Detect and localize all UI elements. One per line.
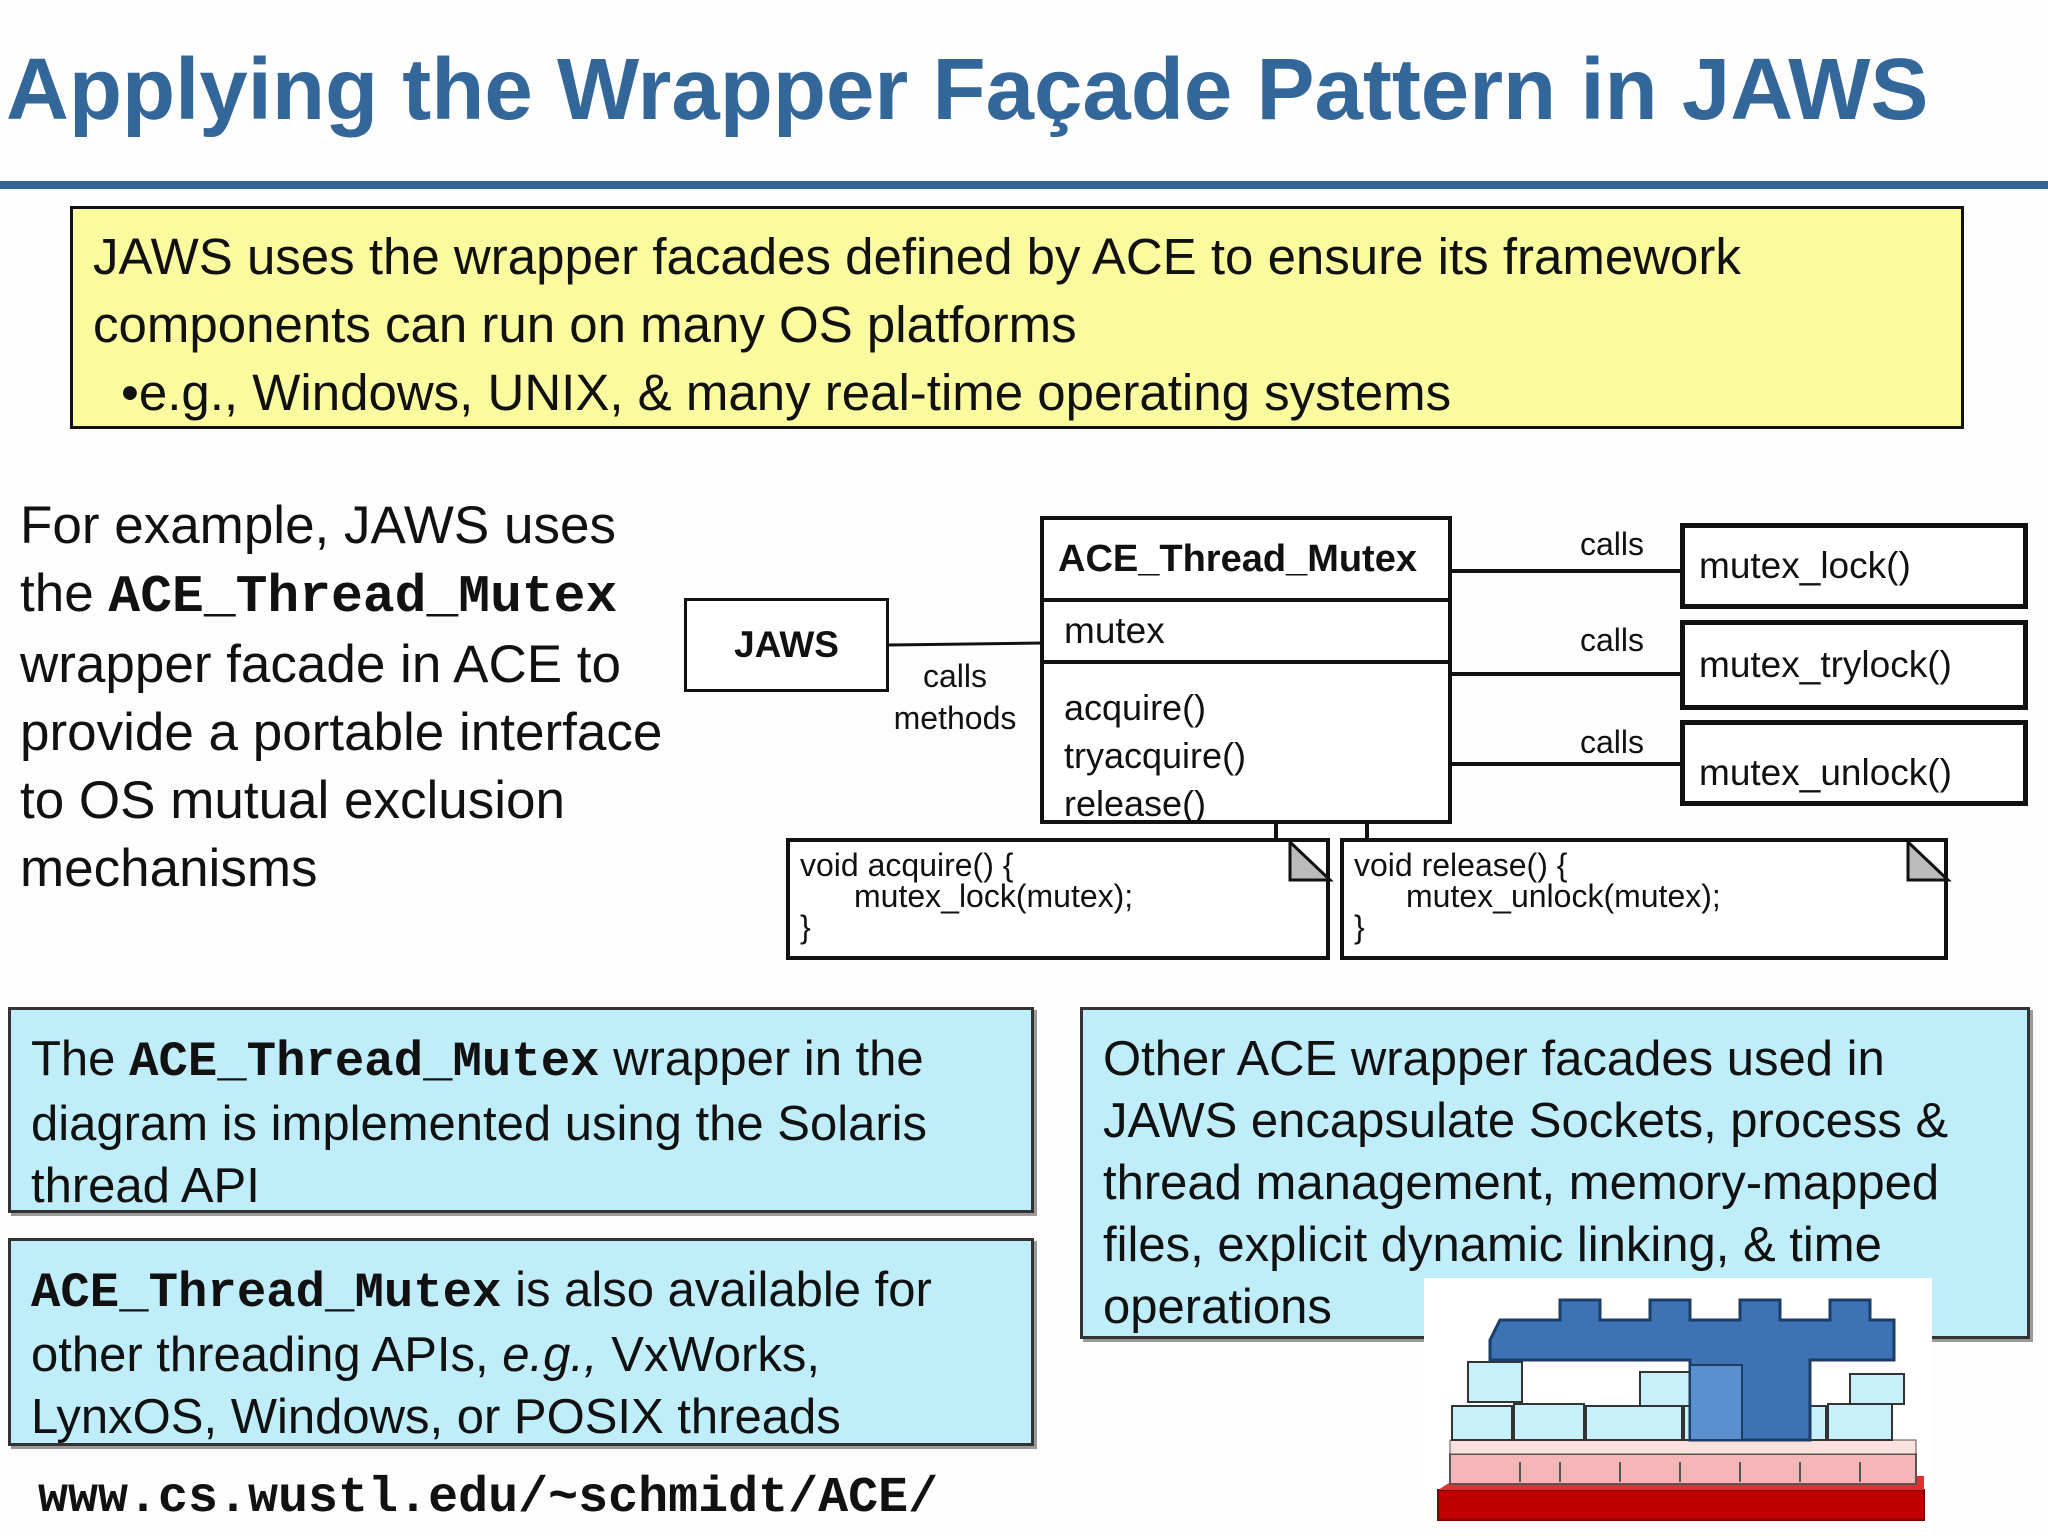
jaws-box: JAWS — [684, 598, 889, 692]
calls-methods-line2: methods — [893, 700, 1017, 736]
intro-bullet-text: e.g., Windows, UNIX, & many real-time op… — [138, 364, 1452, 421]
class-box: ACE_Thread_Mutex mutex acquire() tryacqu… — [1040, 516, 1452, 824]
note-release-line1: void release() { — [1354, 847, 1568, 883]
note-release-line2: mutex_unlock(mutex); — [1406, 878, 1721, 914]
class-name: ACE_Thread_Mutex — [1044, 520, 1448, 602]
os-call-unlock-label: mutex_unlock() — [1699, 752, 1952, 793]
os-call-trylock-label: mutex_trylock() — [1699, 644, 1952, 685]
intro-box: JAWS uses the wrapper facades defined by… — [70, 206, 1964, 429]
method-release: release() — [1064, 783, 1207, 824]
solaris-note-box: The ACE_Thread_Mutex wrapper in the diag… — [8, 1007, 1034, 1213]
calls-methods-line1: calls — [922, 658, 987, 694]
os-call-lock: mutex_lock() — [1680, 523, 2028, 609]
box2-post: VxWorks, LynxOS, Windows, or POSIX threa… — [31, 1328, 841, 1444]
example-part1: For example, JAWS uses the — [20, 496, 616, 623]
box2-code: ACE_Thread_Mutex — [31, 1265, 502, 1321]
example-text: For example, JAWS uses the ACE_Thread_Mu… — [20, 492, 680, 903]
box1-code: ACE_Thread_Mutex — [129, 1034, 600, 1090]
calls-methods-label: calls methods — [880, 655, 1030, 739]
class-attribute: mutex — [1044, 602, 1448, 664]
calls-label-3: calls — [1580, 724, 1645, 760]
os-call-unlock: mutex_unlock() — [1680, 720, 2028, 806]
calls-label-1: calls — [1580, 526, 1645, 562]
note-release-line3: } — [1354, 909, 1365, 945]
example-part2: wrapper facade in ACE to provide a porta… — [20, 635, 663, 898]
box2-em: e.g., — [502, 1328, 598, 1382]
note-release: void release() { mutex_unlock(mutex); } — [1340, 838, 1948, 960]
class-methods: acquire() tryacquire() release() — [1044, 664, 1448, 828]
method-acquire: acquire() — [1064, 687, 1207, 728]
os-call-trylock: mutex_trylock() — [1680, 620, 2028, 710]
slide-title: Applying the Wrapper Façade Pattern in J… — [6, 41, 1929, 138]
note-acquire-line2: mutex_lock(mutex); — [854, 878, 1134, 914]
box1-post: wrapper in the diagram is implemented us… — [31, 1032, 928, 1213]
box1-pre: The — [31, 1032, 130, 1086]
box2-mid: is also available for other threading AP… — [31, 1263, 932, 1382]
ace-url[interactable]: www.cs.wustl.edu/~schmidt/ACE/ — [38, 1470, 939, 1527]
method-tryacquire: tryacquire() — [1064, 735, 1247, 776]
calls-label-2: calls — [1580, 622, 1645, 658]
intro-bullet: •e.g., Windows, UNIX, & many real-time o… — [121, 364, 1452, 421]
example-code: ACE_Thread_Mutex — [108, 567, 618, 627]
note-acquire-line1: void acquire() { — [800, 847, 1014, 883]
note-acquire: void acquire() { mutex_lock(mutex); } — [786, 838, 1330, 960]
os-call-lock-label: mutex_lock() — [1699, 545, 1911, 586]
title-rule — [0, 181, 2048, 189]
jaws-label: JAWS — [734, 624, 839, 665]
note-acquire-line3: } — [800, 909, 811, 945]
other-apis-box: ACE_Thread_Mutex is also available for o… — [8, 1238, 1034, 1446]
intro-text: JAWS uses the wrapper facades defined by… — [93, 228, 1741, 353]
box3-text: Other ACE wrapper facades used in JAWS e… — [1103, 1032, 1949, 1334]
